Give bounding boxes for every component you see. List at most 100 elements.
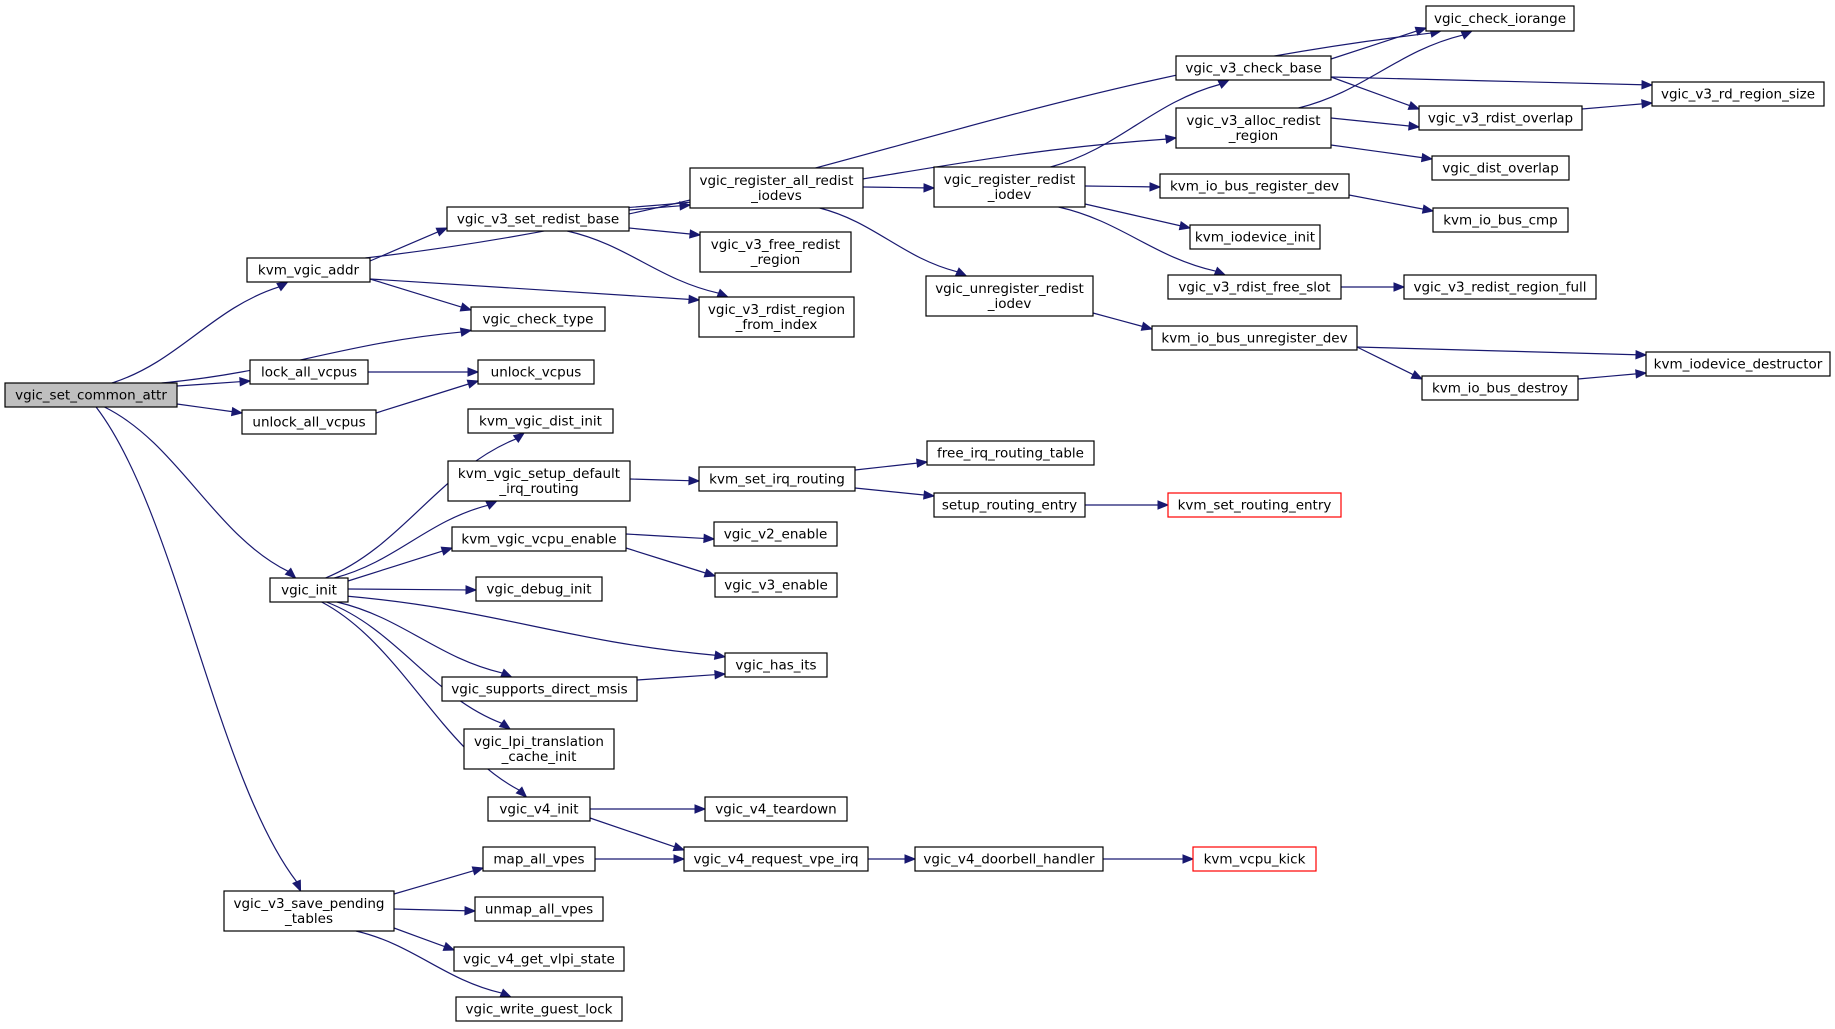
call-edge [369, 278, 462, 308]
edge-arrowhead [1149, 182, 1162, 192]
edge-arrowhead [1213, 266, 1227, 276]
function-node[interactable]: kvm_set_routing_entry [1167, 492, 1342, 518]
function-node[interactable]: kvm_vcpu_kick [1192, 846, 1317, 872]
function-node[interactable]: vgic_v4_init [487, 796, 591, 822]
function-node[interactable]: vgic_check_type [470, 306, 606, 332]
call-edge [325, 438, 517, 579]
call-edge [1330, 76, 1410, 107]
edge-arrowhead [904, 854, 917, 864]
function-node[interactable]: kvm_io_bus_destroy [1421, 375, 1579, 401]
function-node[interactable]: kvm_io_bus_register_dev [1159, 173, 1350, 199]
function-node[interactable]: vgic_v4_get_vlpi_state [453, 946, 625, 972]
function-node-label: vgic_lpi_translation [474, 734, 604, 750]
function-node[interactable]: kvm_vgic_dist_init [467, 408, 614, 434]
function-node[interactable]: free_irq_routing_table [926, 440, 1095, 466]
function-node-box [1432, 207, 1569, 233]
function-node[interactable]: setup_routing_entry [933, 492, 1086, 518]
function-node[interactable]: vgic_register_all_redist_iodevs [689, 167, 864, 209]
edge-arrowhead [1414, 26, 1428, 36]
function-node-label: vgic_v3_rd_region_size [1661, 87, 1815, 103]
function-node-box [925, 275, 1094, 317]
function-node[interactable]: kvm_vgic_addr [246, 257, 371, 283]
edge-arrowhead [459, 302, 473, 312]
edge-arrowhead [466, 379, 480, 389]
edge-arrowhead [1164, 134, 1178, 144]
call-edge [819, 207, 958, 273]
call-edge [854, 462, 918, 471]
function-node[interactable]: kvm_set_irq_routing [698, 466, 856, 492]
function-node[interactable]: map_all_vpes [482, 846, 596, 872]
function-node[interactable]: vgic_v3_enable [714, 572, 838, 598]
edge-arrowhead [498, 719, 512, 730]
function-node[interactable]: vgic_v2_enable [713, 521, 838, 547]
call-edge [1050, 83, 1221, 168]
function-node[interactable]: unlock_all_vcpus [241, 409, 377, 435]
function-node-box [1421, 375, 1579, 401]
call-edge [1058, 206, 1216, 272]
function-node-label: vgic_has_its [735, 658, 816, 674]
edge-arrowhead [679, 201, 692, 211]
edge-arrowhead [276, 281, 289, 292]
function-node[interactable]: vgic_register_redist_iodev [933, 166, 1086, 208]
function-node-label: vgic_v3_enable [724, 578, 828, 594]
function-node[interactable]: vgic_check_iorange [1425, 5, 1575, 32]
function-node[interactable]: unlock_vcpus [477, 359, 595, 385]
function-node[interactable]: vgic_lpi_translation_cache_init [463, 728, 615, 770]
call-edge [1581, 103, 1643, 110]
function-node[interactable]: unmap_all_vpes [474, 896, 604, 922]
function-node[interactable]: vgic_v4_teardown [704, 796, 848, 822]
function-node-box [463, 728, 615, 770]
function-node-box [699, 231, 852, 273]
function-node[interactable]: vgic_v3_set_redist_base [446, 206, 630, 232]
edge-arrowhead [435, 227, 449, 237]
function-node[interactable]: vgic_v3_check_base [1175, 55, 1332, 81]
function-node[interactable]: vgic_v3_rdist_overlap [1418, 105, 1583, 131]
edges-layer [95, 26, 1654, 998]
function-node[interactable]: vgic_dist_overlap [1431, 155, 1570, 181]
function-node[interactable]: vgic_set_common_attr [4, 382, 178, 408]
function-node[interactable]: vgic_supports_direct_msis [441, 676, 638, 702]
function-node[interactable]: kvm_iodevice_destructor [1645, 351, 1831, 377]
function-node-box [1189, 224, 1321, 250]
edge-arrowhead [1157, 500, 1170, 510]
function-node[interactable]: vgic_debug_init [475, 576, 603, 602]
function-node-label: kvm_iodevice_destructor [1654, 357, 1823, 373]
function-node-box [926, 440, 1095, 466]
function-node-label: map_all_vpes [493, 852, 584, 868]
edge-arrowhead [703, 568, 717, 578]
function-node[interactable]: vgic_v3_redist_region_full [1403, 274, 1597, 300]
function-node[interactable]: vgic_v3_rdist_region_from_index [698, 296, 855, 338]
function-node[interactable]: kvm_io_bus_unregister_dev [1151, 325, 1358, 351]
call-edge [625, 533, 705, 540]
call-edge [1348, 194, 1424, 210]
function-node[interactable]: vgic_init [269, 577, 349, 603]
function-node-label: vgic_v3_save_pending [233, 896, 384, 912]
function-node[interactable]: vgic_v3_alloc_redist_region [1175, 107, 1332, 149]
function-node-label: vgic_write_guest_lock [466, 1002, 613, 1018]
call-edge [1330, 76, 1643, 86]
edge-arrowhead [459, 327, 473, 337]
function-node[interactable]: vgic_v3_save_pending_tables [223, 890, 395, 932]
function-node-box [453, 946, 625, 972]
function-node[interactable]: vgic_v3_free_redist_region [699, 231, 852, 273]
function-node[interactable]: kvm_vgic_setup_default_irq_routing [447, 460, 631, 502]
function-node[interactable]: kvm_iodevice_init [1189, 224, 1321, 250]
edge-arrowhead [916, 458, 929, 468]
function-node[interactable]: vgic_write_guest_lock [455, 996, 623, 1022]
function-node-label: kvm_vgic_vcpu_enable [461, 532, 616, 548]
function-node[interactable]: vgic_v3_rdist_free_slot [1167, 274, 1342, 300]
edge-arrowhead [500, 668, 513, 678]
function-node[interactable]: vgic_has_its [724, 652, 828, 678]
function-node[interactable]: kvm_io_bus_cmp [1432, 207, 1569, 233]
function-node[interactable]: lock_all_vcpus [249, 359, 369, 385]
function-node[interactable]: vgic_unregister_redist_iodev [925, 275, 1094, 317]
function-node[interactable]: vgic_v4_doorbell_handler [914, 846, 1104, 872]
call-edge [393, 908, 466, 912]
function-node-label: setup_routing_entry [942, 498, 1077, 514]
function-node-box [4, 382, 178, 408]
function-node[interactable]: vgic_v4_request_vpe_irq [683, 846, 869, 872]
function-node[interactable]: vgic_v3_rd_region_size [1651, 81, 1825, 107]
function-node[interactable]: kvm_vgic_vcpu_enable [451, 526, 627, 552]
call-edge [1092, 312, 1143, 327]
function-node-box [698, 296, 855, 338]
